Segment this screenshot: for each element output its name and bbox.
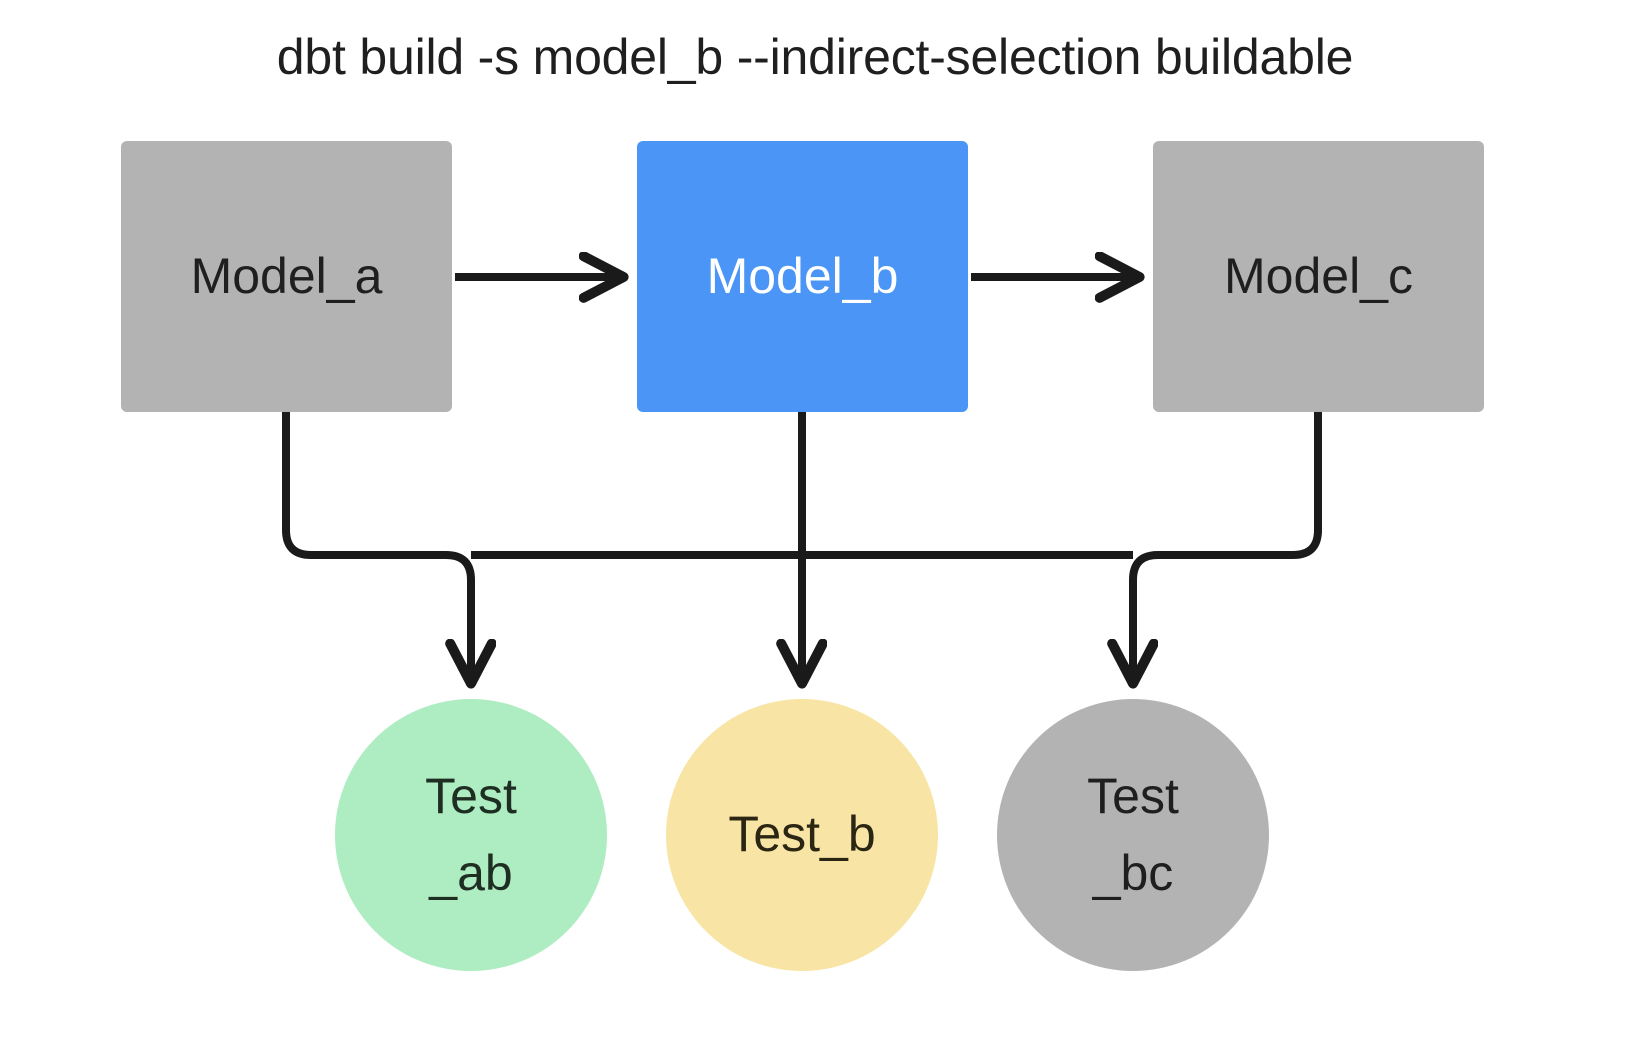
diagram-title: dbt build -s model_b --indirect-selectio…: [276, 29, 1354, 85]
node-model-c-label: Model_c: [1224, 248, 1413, 305]
node-test-bc-label-line-2: _bc: [1092, 845, 1174, 901]
node-test-ab[interactable]: Test _ab: [335, 699, 607, 971]
node-test-b[interactable]: Test_b: [666, 699, 938, 971]
node-test-ab-label-line-2: _ab: [429, 845, 513, 901]
node-model-b[interactable]: Model_b: [637, 141, 968, 412]
edge-model-c-to-test-bc: [1133, 408, 1322, 682]
node-model-b-label: Model_b: [706, 248, 899, 305]
node-model-c[interactable]: Model_c: [1153, 141, 1484, 412]
node-test-bc[interactable]: Test _bc: [997, 699, 1269, 971]
node-test-b-label: Test_b: [728, 806, 876, 863]
edge-model-a-to-test-ab: [282, 408, 471, 682]
node-model-a[interactable]: Model_a: [121, 141, 452, 412]
node-model-a-label: Model_a: [190, 248, 383, 305]
node-test-ab-label-line-1: Test: [425, 767, 517, 824]
node-test-bc-label-line-1: Test: [1087, 767, 1179, 824]
